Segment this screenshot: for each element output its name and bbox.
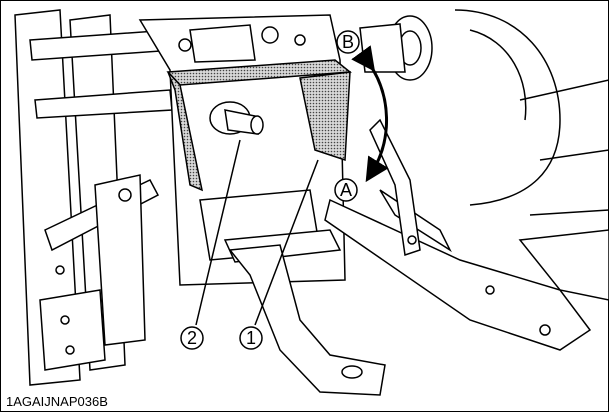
pto-shaft (209, 101, 264, 135)
callout-2: 2 (180, 326, 204, 350)
left-frame (14, 9, 176, 386)
callout-a-label: A (340, 180, 352, 200)
callout-1-label: 1 (246, 328, 256, 348)
callout-b-label: B (342, 32, 354, 52)
rear-tire (454, 9, 609, 301)
image-code: 1AGAIJNAP036B (6, 394, 108, 409)
rotation-arrow (351, 45, 389, 183)
callout-a: A (334, 178, 358, 202)
leader-line-1 (254, 159, 319, 326)
callout-b: B (336, 30, 360, 54)
pto-shield (166, 59, 352, 192)
leader-line-2 (195, 139, 241, 326)
callout-2-label: 2 (187, 328, 197, 348)
callout-1: 1 (239, 326, 263, 350)
